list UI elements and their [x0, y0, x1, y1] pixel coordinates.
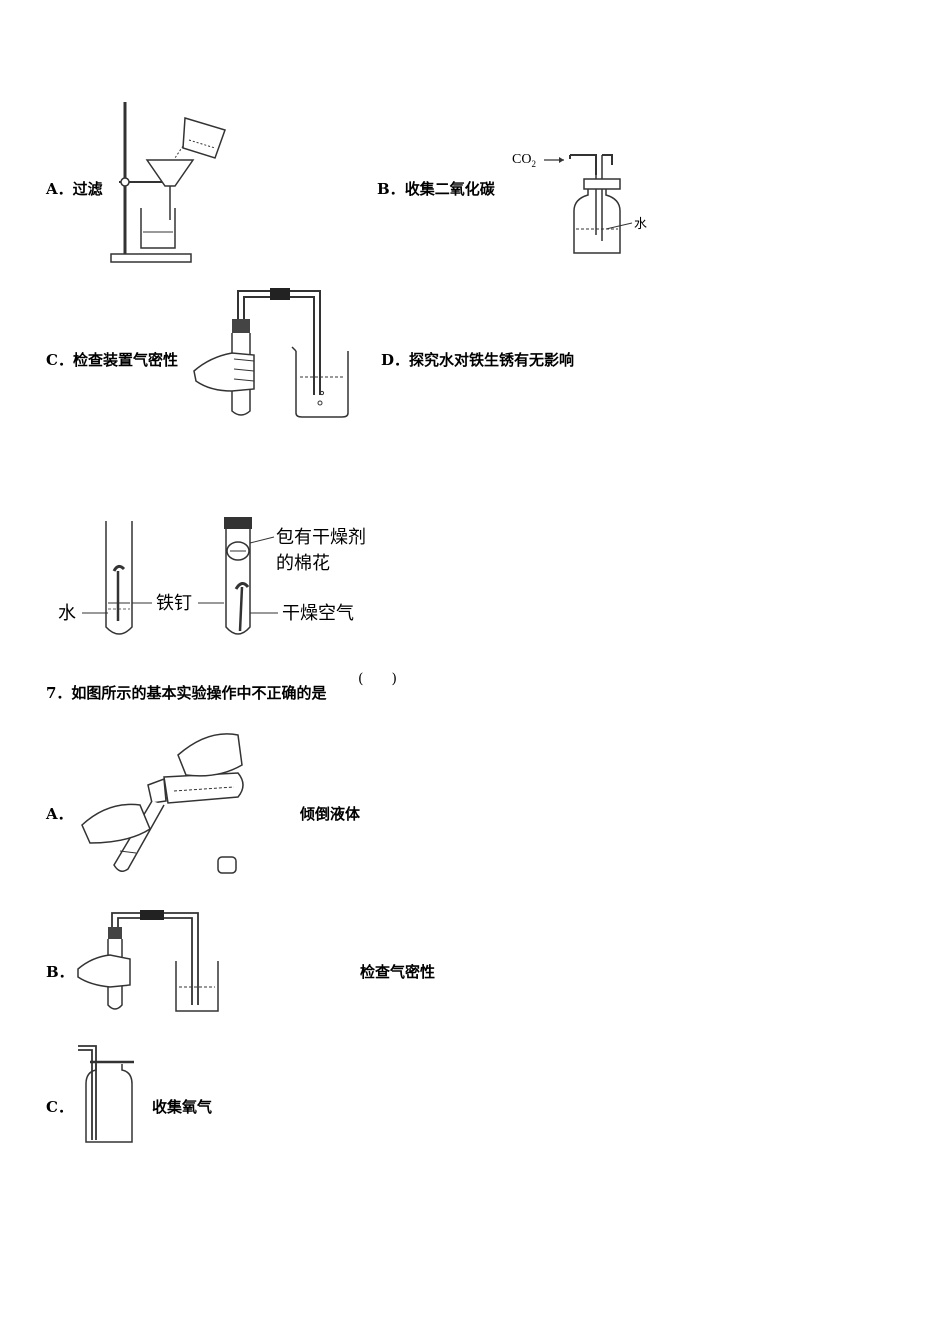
- option-text: 收集二氧化碳: [404, 180, 495, 198]
- answer-paren: ( ): [358, 671, 397, 687]
- option-text: 探究水对铁生锈有无影响: [409, 351, 575, 369]
- label-air: 干燥空气: [282, 603, 354, 624]
- filtration-figure: [105, 98, 240, 268]
- airtightness-figure-2: [76, 905, 226, 1020]
- svg-text:水: 水: [634, 217, 647, 232]
- airtightness-figure: [192, 285, 362, 425]
- option-letter: C．: [46, 351, 73, 369]
- co2-bottle-figure: CO2 水: [510, 145, 660, 265]
- iron-rust-figure: 水 铁钉 包有干燥剂 的棉花 干燥空气: [52, 513, 382, 643]
- option-text: 过滤: [72, 180, 103, 198]
- label-nail: 铁钉: [156, 593, 192, 614]
- option-letter: D．: [381, 351, 410, 369]
- option-letter: B．: [377, 180, 405, 198]
- oxygen-bottle-figure: [74, 1040, 144, 1148]
- option-c-label: C．检查装置气密性: [46, 349, 178, 370]
- question-7-stem: 7．如图所示的基本实验操作中不正确的是: [46, 684, 327, 702]
- label-cotton-2: 的棉花: [276, 553, 330, 574]
- label-water: 水: [58, 603, 76, 624]
- q7-option-b-text: 检查气密性: [360, 963, 436, 981]
- q7-option-a-text: 倾倒液体: [300, 805, 361, 823]
- q7-option-b-letter: B．: [46, 963, 74, 981]
- option-b-label: B．收集二氧化碳: [377, 178, 495, 199]
- svg-text:CO2: CO2: [512, 152, 536, 169]
- option-text: 检查装置气密性: [72, 351, 178, 369]
- option-a-label: A．过滤: [46, 178, 103, 199]
- q7-option-c-letter: C．: [46, 1098, 73, 1116]
- option-letter: A．: [46, 180, 73, 198]
- label-cotton-1: 包有干燥剂: [276, 527, 366, 548]
- q7-option-c-text: 收集氧气: [152, 1098, 213, 1116]
- q7-option-a-letter: A．: [46, 805, 73, 823]
- pour-liquid-figure: [78, 725, 253, 880]
- option-d-label: D．探究水对铁生锈有无影响: [381, 349, 574, 370]
